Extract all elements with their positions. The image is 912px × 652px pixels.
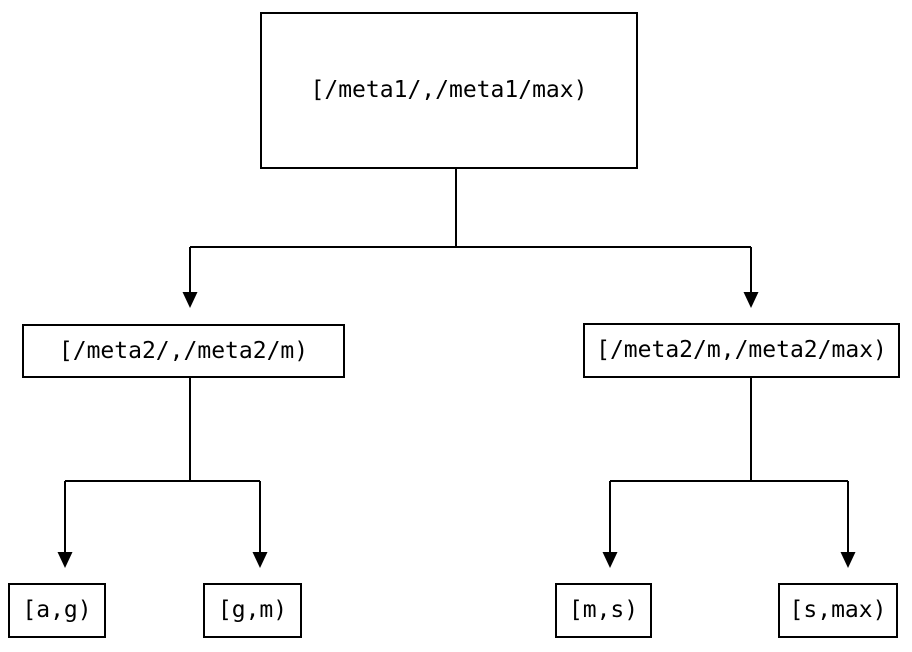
node-root: [/meta1/,/meta1/max) xyxy=(260,12,638,169)
arrowhead-icon xyxy=(252,552,268,568)
arrowhead-icon xyxy=(57,552,73,568)
node-root-label: [/meta1/,/meta1/max) xyxy=(310,77,588,103)
node-leaf-ag: [a,g) xyxy=(8,583,106,638)
node-leaf-smax: [s,max) xyxy=(778,583,898,638)
node-leaf-ms-label: [m,s) xyxy=(568,597,639,623)
node-right-child-label: [/meta2/m,/meta2/max) xyxy=(596,337,887,363)
node-leaf-gm-label: [g,m) xyxy=(217,597,288,623)
arrowhead-icon xyxy=(840,552,856,568)
arrowhead-icon xyxy=(182,292,198,308)
node-leaf-smax-label: [s,max) xyxy=(789,597,887,623)
arrowhead-icon xyxy=(743,292,759,308)
node-right-child: [/meta2/m,/meta2/max) xyxy=(583,323,900,378)
node-leaf-ag-label: [a,g) xyxy=(22,597,92,623)
node-leaf-gm: [g,m) xyxy=(203,583,302,638)
node-leaf-ms: [m,s) xyxy=(555,583,652,638)
node-left-child: [/meta2/,/meta2/m) xyxy=(22,324,345,378)
arrowhead-icon xyxy=(602,552,618,568)
node-left-child-label: [/meta2/,/meta2/m) xyxy=(58,337,309,364)
